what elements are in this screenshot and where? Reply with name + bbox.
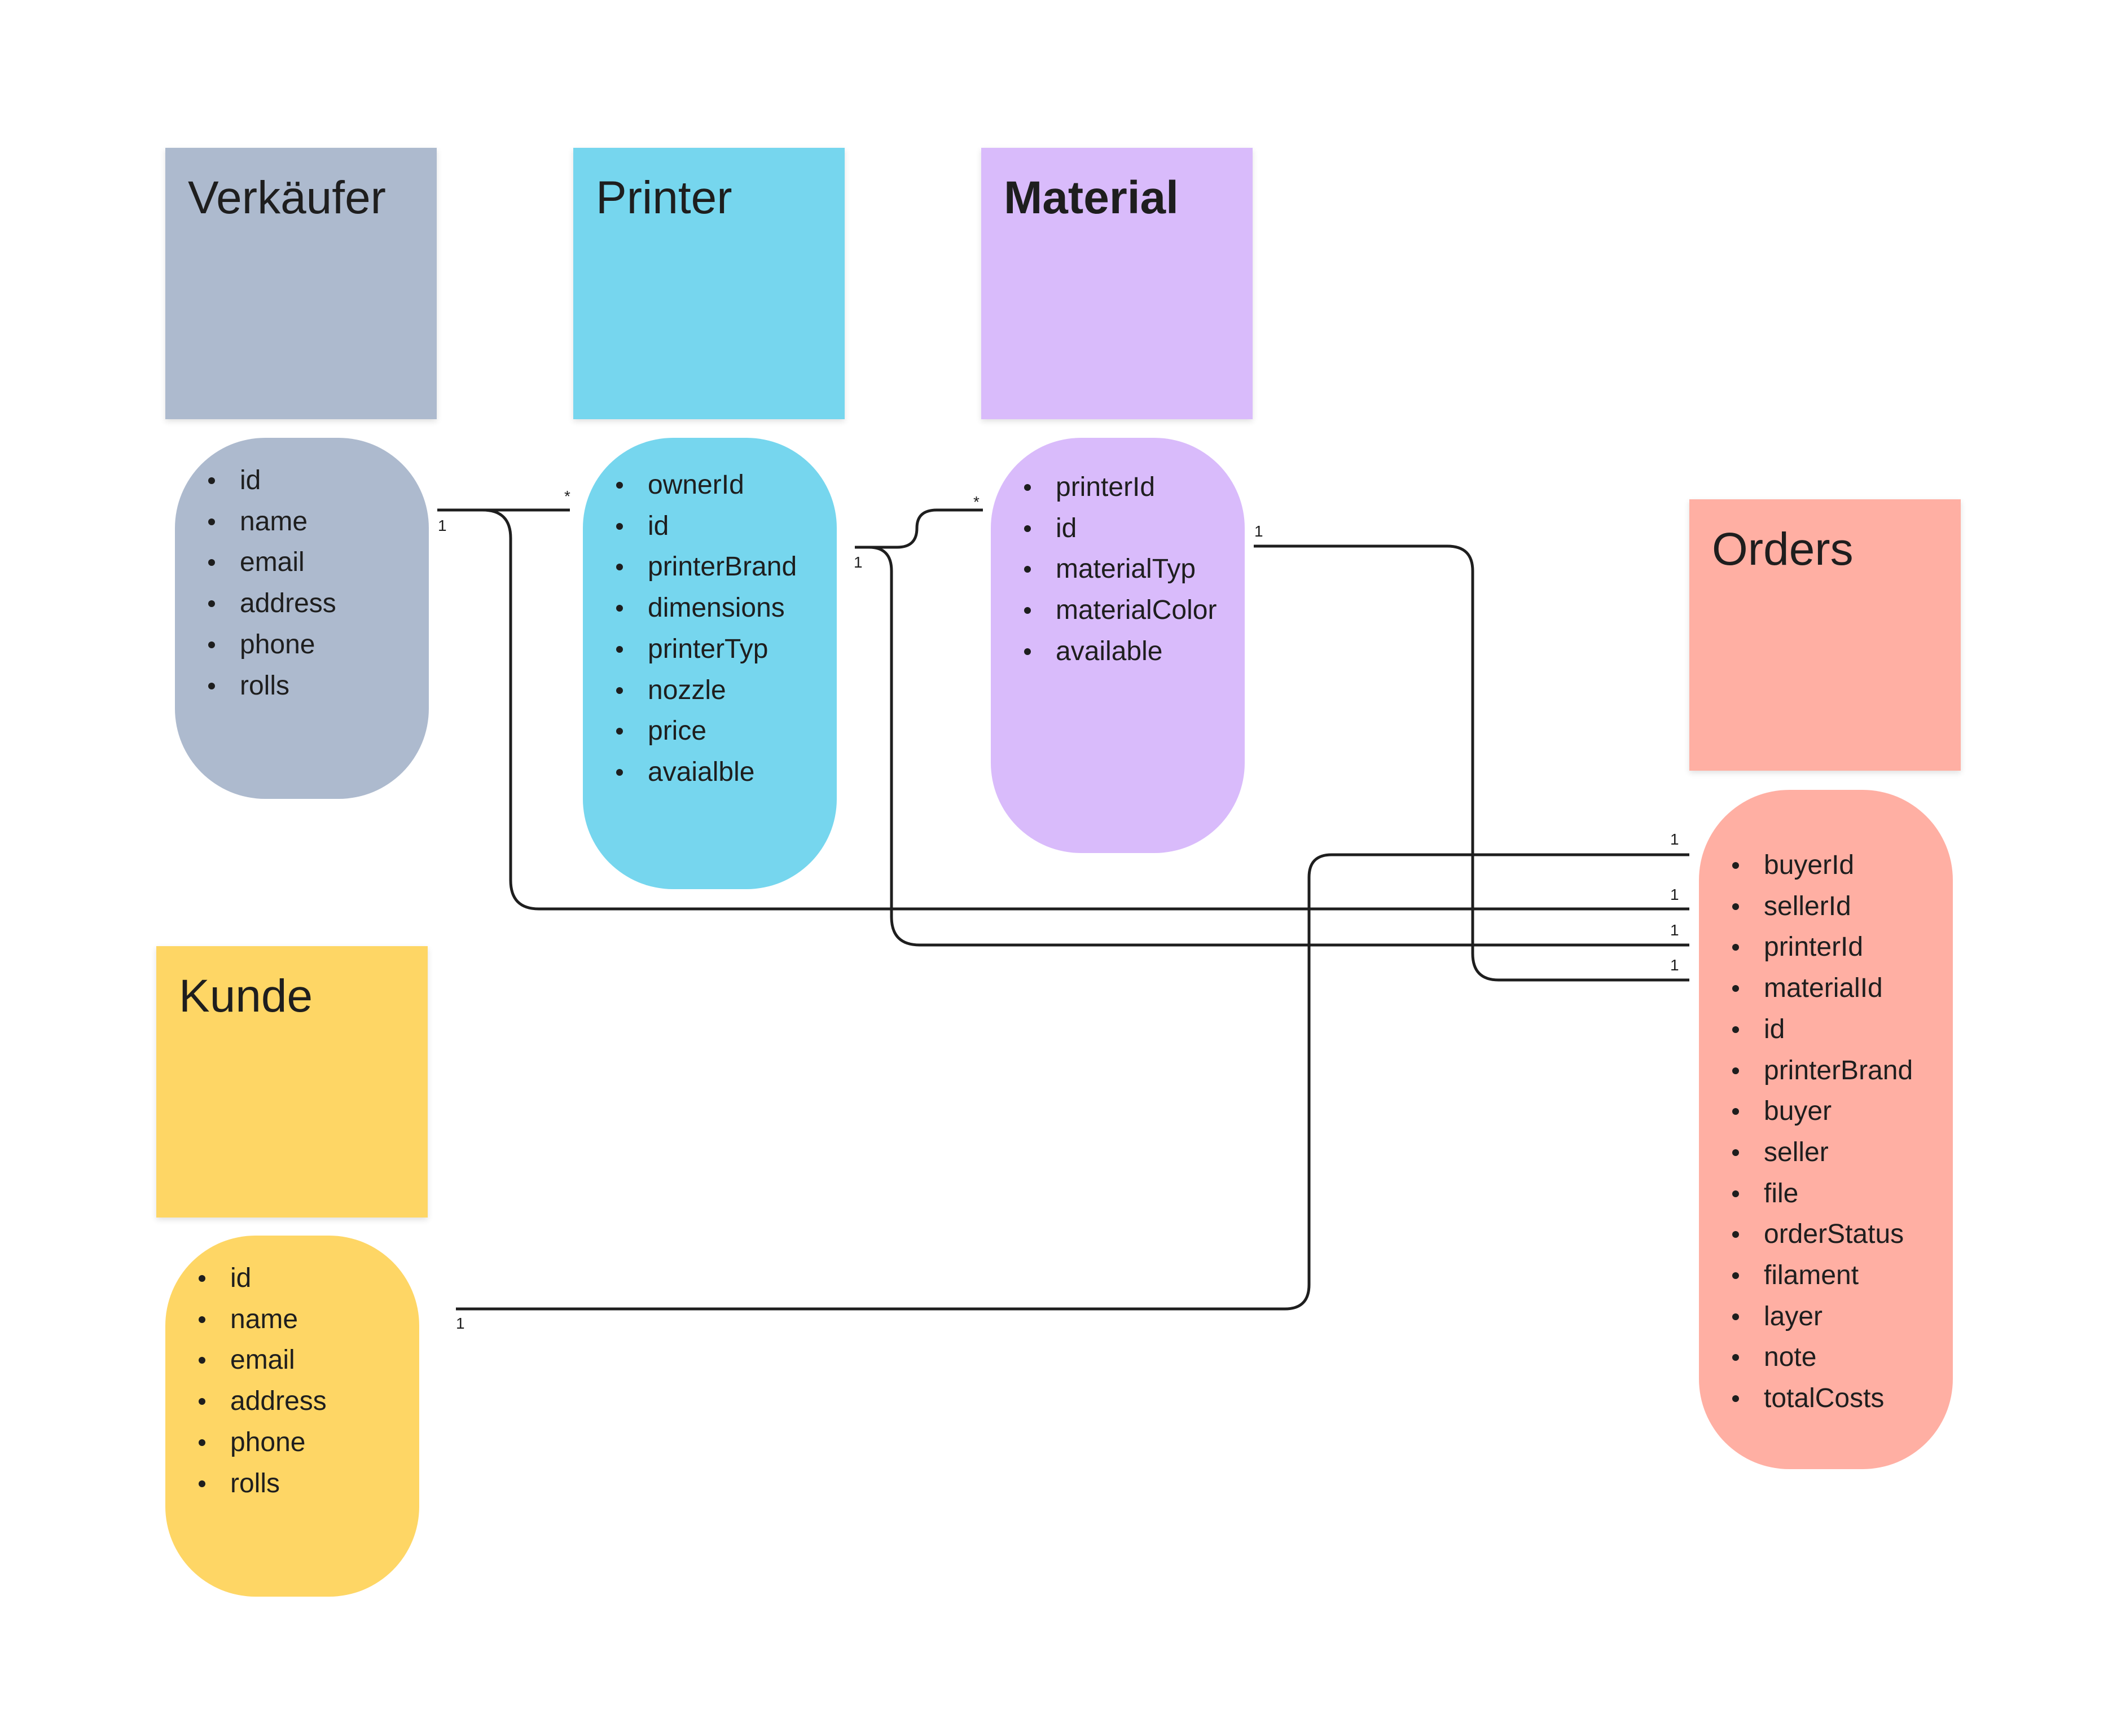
orders-fields: buyerId sellerId printerId materialId id… <box>1699 790 1953 1469</box>
link-material-orders <box>1254 544 1689 982</box>
list-item: id <box>1022 508 1217 550</box>
list-item: nozzle <box>614 670 797 711</box>
list-item: buyerId <box>1730 845 1913 886</box>
mult-verkaeufer-orders-to: 1 <box>1670 886 1679 903</box>
list-item: id <box>614 506 797 547</box>
mult-printer-material-to: * <box>973 493 980 511</box>
list-item: printerId <box>1022 467 1217 508</box>
list-item: materialId <box>1730 968 1913 1009</box>
mult-kunde-orders-from: 1 <box>456 1315 465 1332</box>
mult-material-orders-to: 1 <box>1670 956 1679 974</box>
list-item: printerId <box>1730 927 1913 968</box>
verkaeufer-note: Verkäufer <box>165 148 437 419</box>
list-item: phone <box>196 1422 327 1463</box>
material-title: Material <box>1004 172 1179 223</box>
list-item: layer <box>1730 1296 1913 1338</box>
mult-printer-orders-to: 1 <box>1670 921 1679 939</box>
link-verkaeufer-orders <box>482 508 1689 911</box>
link-kunde-orders <box>456 853 1689 1311</box>
mult-kunde-orders-to: 1 <box>1670 830 1679 848</box>
list-item: ownerId <box>614 465 797 506</box>
list-item: email <box>196 1340 327 1381</box>
list-item: file <box>1730 1174 1913 1215</box>
list-item: available <box>1022 631 1217 673</box>
printer-title: Printer <box>596 172 732 223</box>
material-fields: printerId id materialTyp materialColor a… <box>991 438 1245 853</box>
list-item: seller <box>1730 1132 1913 1174</box>
list-item: email <box>206 542 336 583</box>
list-item: phone <box>206 625 336 666</box>
list-item: totalCosts <box>1730 1378 1913 1419</box>
orders-note: Orders <box>1689 499 1961 771</box>
printer-fields: ownerId id printerBrand dimensions print… <box>583 438 837 889</box>
list-item: address <box>196 1381 327 1422</box>
kunde-title: Kunde <box>179 970 313 1022</box>
list-item: id <box>196 1258 327 1299</box>
material-note: Material <box>981 148 1253 419</box>
verkaeufer-fields: id name email address phone rolls <box>175 438 429 799</box>
list-item: sellerId <box>1730 886 1913 928</box>
mult-material-orders-from: 1 <box>1254 522 1263 540</box>
list-item: printerBrand <box>614 547 797 588</box>
list-item: id <box>206 460 336 502</box>
mult-verkaeufer-printer-from: 1 <box>438 517 447 534</box>
list-item: buyer <box>1730 1091 1913 1132</box>
list-item: note <box>1730 1337 1913 1378</box>
list-item: filament <box>1730 1255 1913 1296</box>
list-item: printerBrand <box>1730 1051 1913 1092</box>
kunde-note: Kunde <box>156 946 428 1218</box>
orders-title: Orders <box>1712 524 1854 575</box>
list-item: price <box>614 711 797 752</box>
verkaeufer-title: Verkäufer <box>188 172 386 223</box>
list-item: name <box>206 502 336 543</box>
list-item: printerTyp <box>614 629 797 670</box>
list-item: avaialble <box>614 752 797 793</box>
list-item: orderStatus <box>1730 1214 1913 1255</box>
list-item: dimensions <box>614 588 797 629</box>
list-item: address <box>206 583 336 625</box>
list-item: id <box>1730 1009 1913 1051</box>
printer-note: Printer <box>573 148 845 419</box>
list-item: materialColor <box>1022 590 1217 631</box>
list-item: rolls <box>196 1463 327 1505</box>
list-item: name <box>196 1299 327 1341</box>
link-printer-material <box>855 508 983 549</box>
mult-printer-material-from: 1 <box>854 553 863 571</box>
kunde-fields: id name email address phone rolls <box>165 1236 419 1597</box>
mult-verkaeufer-printer-to: * <box>564 487 570 505</box>
list-item: rolls <box>206 666 336 707</box>
link-printer-orders <box>868 546 1689 947</box>
list-item: materialTyp <box>1022 549 1217 590</box>
